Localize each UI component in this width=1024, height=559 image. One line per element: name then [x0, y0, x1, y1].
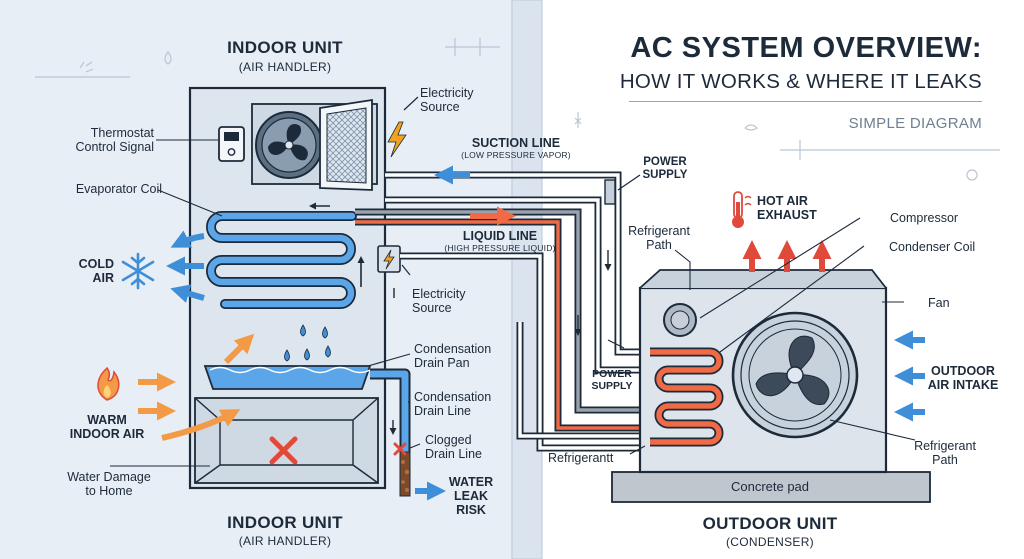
diagram-title-line1: AC SYSTEM OVERVIEW: — [630, 32, 982, 64]
outdoor-unit-title: OUTDOOR UNIT — [702, 514, 838, 533]
suction-line-label: SUCTION LINE (LOW PRESSURE VAPOR) — [461, 136, 571, 160]
indoor-unit-title-top: INDOOR UNIT — [227, 38, 343, 57]
evaporator-coil-label: Evaporator Coil — [75, 182, 162, 196]
hot-air-exhaust-label: HOT AIR EXHAUST — [757, 194, 817, 222]
drain-line-label: Condensation Drain Line — [414, 390, 492, 418]
simple-diagram-tag: SIMPLE DIAGRAM — [848, 115, 982, 132]
condensation-drain-pan — [203, 365, 372, 390]
lower-compartment — [194, 397, 379, 484]
outdoor-unit-subtitle: (CONDENSER) — [726, 535, 814, 549]
evaporator-coil — [207, 212, 356, 308]
x-mark-icon — [269, 436, 298, 465]
air-filter — [319, 98, 373, 191]
indoor-unit-subtitle-top: (AIR HANDLER) — [238, 60, 332, 74]
liquid-line-label: LIQUID LINE (HIGH PRESSURE LIQUID) — [444, 229, 556, 253]
outdoor-air-intake-arrows — [894, 330, 925, 422]
liquid-line — [355, 210, 640, 412]
thermostat-label: Thermostat Control Signal — [75, 126, 154, 154]
flame-icon — [97, 366, 120, 401]
x-mark-icon — [393, 442, 407, 456]
concrete-pad-label: Concrete pad — [730, 479, 810, 494]
power-supply-top-label: POWER SUPPLY — [642, 156, 688, 181]
cold-air-label: COLD AIR — [78, 257, 114, 285]
title-divider — [629, 101, 982, 102]
compressor-label: Compressor — [890, 211, 959, 225]
electricity-source-top-label: Electricity Source — [420, 86, 474, 114]
thermometer-icon — [732, 191, 752, 228]
drain-pan-label: Condensation Drain Pan — [414, 342, 492, 370]
indoor-unit-subtitle-bottom: (AIR HANDLER) — [238, 534, 332, 548]
fan-icon — [255, 111, 323, 179]
refrigerant-bottom-label: Refrigerantt — [548, 451, 614, 465]
cold-air-arrows — [166, 230, 205, 303]
condensation-droplets — [284, 324, 331, 362]
condensation-drain-line — [370, 370, 409, 470]
clogged-drain-line-label: Clogged Drain Line — [425, 433, 482, 461]
refrigerant-path-label: Refrigerant Path — [628, 224, 690, 252]
water-leak-risk-label: WATER LEAK RISK — [448, 475, 494, 517]
warm-air-arrows — [138, 333, 255, 441]
refrigerant-line — [355, 220, 640, 430]
water-damage-label: Water Damage to Home — [67, 470, 151, 498]
outdoor-air-intake-label: OUTDOOR AIR INTAKE — [927, 364, 999, 392]
refrigerant-path-right-label: Refrigerant Path — [914, 439, 976, 467]
fan-icon — [731, 311, 859, 439]
warm-indoor-air-label: WARM INDOOR AIR — [69, 413, 145, 441]
suction-line — [385, 173, 640, 354]
snowflake-icon — [121, 252, 155, 290]
fan-label: Fan — [928, 296, 950, 310]
hot-air-arrows — [742, 240, 832, 272]
power-connector — [604, 179, 616, 205]
indoor-unit-title-bottom: INDOOR UNIT — [227, 513, 343, 532]
diagram-title-line2: HOW IT WORKS & WHERE IT LEAKS — [619, 70, 982, 93]
electrical-box — [377, 245, 401, 273]
background-decorations — [35, 38, 1000, 181]
power-supply-mid-label: POWER SUPPLY — [591, 368, 633, 392]
leader-lines — [110, 139, 916, 467]
electricity-source-mid-label: Electricity Source — [412, 287, 466, 315]
condenser-coil — [650, 349, 722, 445]
condenser-coil-label: Condenser Coil — [889, 240, 976, 254]
lightning-bolt-icon — [387, 121, 407, 158]
thermostat-icon — [218, 126, 245, 162]
